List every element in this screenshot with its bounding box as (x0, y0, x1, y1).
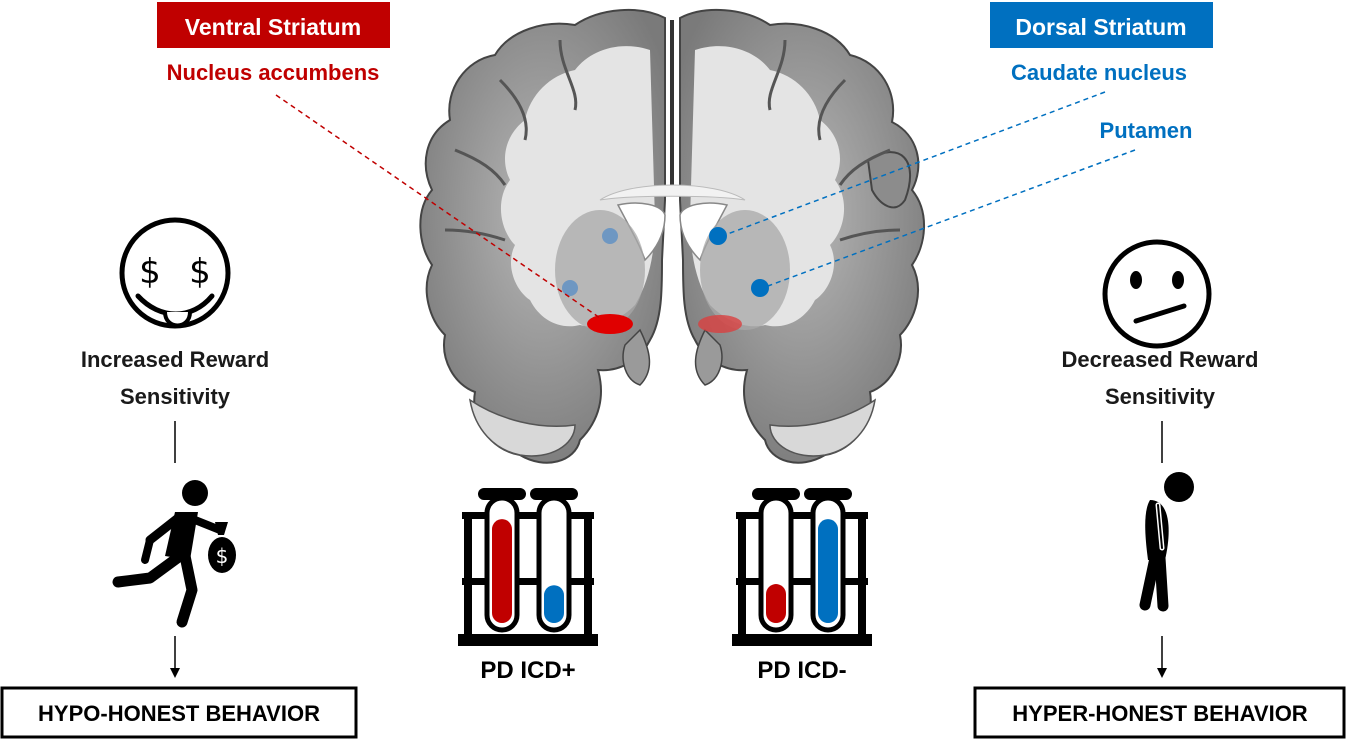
left-temporal-white (468, 398, 576, 457)
left-caudate-marker (602, 228, 618, 244)
rack-right-post (584, 512, 592, 642)
caudate-leader-line (724, 91, 1106, 236)
increased-reward-line1: Increased Reward (81, 347, 269, 372)
brain-coronal-section-icon (419, 8, 925, 464)
tube-cap-blue (804, 488, 852, 500)
dorsal-striatum-header: Dorsal Striatum (990, 2, 1213, 48)
caudate-nucleus-label: Caudate nucleus (1011, 60, 1187, 85)
rack-right-post (858, 512, 866, 642)
tube-rack-2: PD ICD- (732, 488, 872, 684)
left-medial-temporal (622, 328, 651, 386)
rack-left-post (738, 512, 746, 642)
hyper-honest-behavior-label: HYPER-HONEST BEHAVIOR (1012, 701, 1308, 726)
right-arrow-head (1157, 668, 1167, 678)
left-putamen-marker (562, 280, 578, 296)
rack-base (732, 634, 872, 646)
right-medial-temporal (694, 328, 723, 386)
putamen-label: Putamen (1100, 118, 1193, 143)
right-temporal-lobe (866, 151, 911, 209)
nucleus-accumbens-label: Nucleus accumbens (167, 60, 380, 85)
tube-label-1: PD ICD+ (480, 657, 575, 684)
rack-mid-shelf (736, 578, 868, 585)
rack-base (458, 634, 598, 646)
left-arrow-head (170, 668, 180, 678)
decreased-reward-line2: Sensitivity (1105, 384, 1216, 409)
rack-mid-shelf (462, 578, 594, 585)
tube-cap-blue (530, 488, 578, 500)
rack-top-shelf (462, 512, 594, 519)
right-basal-ganglia (700, 210, 790, 330)
liquid-red (766, 584, 786, 623)
liquid-blue (818, 519, 838, 623)
ventral-striatum-title: Ventral Striatum (185, 14, 361, 40)
sulci-lines (444, 39, 901, 242)
ventral-striatum-header: Ventral Striatum (157, 2, 390, 48)
tube-label-2: PD ICD- (757, 657, 846, 684)
ventral-striatum-box (157, 2, 390, 48)
tube-rack-1: PD ICD+ (458, 488, 598, 684)
slumped-man-icon (1139, 472, 1194, 612)
right-temporal-white (769, 398, 877, 457)
test-tube-racks: PD ICD+ PD ICD- (458, 488, 872, 684)
rack-top-shelf (736, 512, 868, 519)
svg-text:$: $ (189, 252, 211, 292)
hyper-honest-behavior-box: HYPER-HONEST BEHAVIOR (973, 686, 1346, 739)
rack-left-post (464, 512, 472, 642)
corpus-callosum (599, 184, 746, 201)
liquid-red (492, 519, 512, 623)
dorsal-striatum-title: Dorsal Striatum (1015, 14, 1186, 40)
increased-reward-line2: Sensitivity (120, 384, 231, 409)
putamen-leader-line (767, 149, 1136, 287)
left-basal-ganglia (555, 210, 645, 330)
running-man-money-bag-icon: $ (112, 480, 236, 628)
dorsal-striatum-box (990, 2, 1213, 48)
tube-cap-red (752, 488, 800, 500)
right-putamen-marker (751, 279, 769, 297)
right-accumbens-marker (698, 315, 742, 333)
svg-text:$: $ (216, 544, 229, 568)
hypo-honest-behavior-label: HYPO-HONEST BEHAVIOR (38, 701, 320, 726)
liquid-blue (544, 585, 564, 623)
hypo-honest-behavior-box: HYPO-HONEST BEHAVIOR (0, 686, 358, 739)
left-accumbens-marker (587, 314, 633, 334)
accumbens-leader-line (275, 94, 601, 319)
dollar-eyes-face-icon: $ $ (119, 217, 231, 329)
svg-text:$: $ (139, 252, 161, 292)
decreased-reward-line1: Decreased Reward (1062, 347, 1259, 372)
neutral-face-icon (1102, 239, 1212, 349)
right-caudate-marker (709, 227, 727, 245)
tube-cap-red (478, 488, 526, 500)
